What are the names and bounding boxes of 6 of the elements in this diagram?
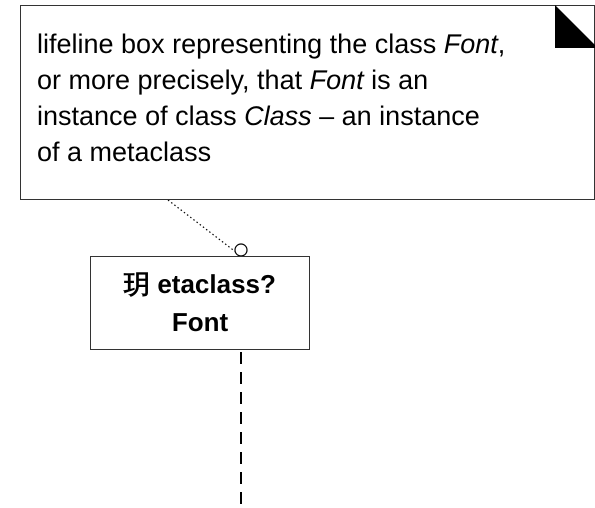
lifeline-label: Font	[172, 306, 228, 339]
lifeline-label: 玥 etaclass?	[124, 268, 276, 301]
note-box	[20, 5, 595, 200]
lifeline-box	[90, 256, 310, 350]
leader-line	[168, 200, 248, 257]
note-text: lifeline box representing the class Font, or more precisely, that Font is an instance of class Class – an instance of a metaclass	[37, 28, 506, 169]
